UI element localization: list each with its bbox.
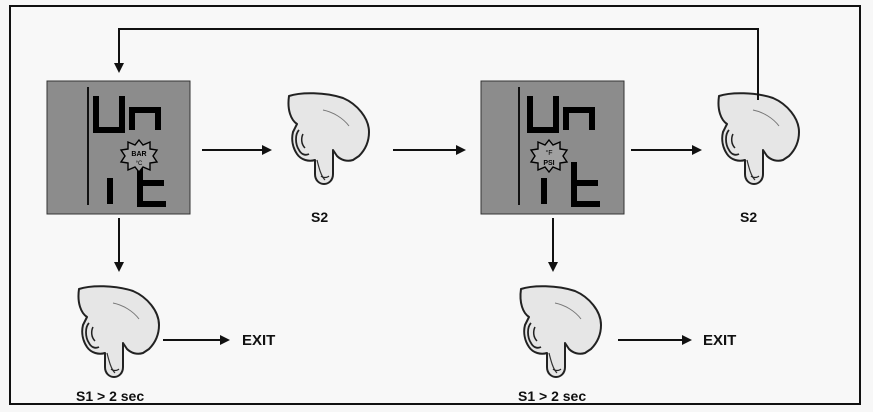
loop-back-arrow [114,28,759,100]
finger-press-icon [77,285,160,378]
s2-label: S2 [740,209,758,225]
lcd-display-psi: °F PSI [480,80,625,215]
s1-hold-label: S1 > 2 sec [518,388,587,404]
lcd-display-bar: BAR °C [46,80,191,215]
exit-label: EXIT [703,332,737,349]
finger-press-icon [717,92,800,185]
finger-press-icon [519,285,602,378]
unit-badge-line-2: °C [136,161,143,167]
unit-badge-line-1: BAR [131,151,146,158]
unit-badge-line-2: PSI [543,160,554,167]
s2-label: S2 [311,209,329,225]
s1-hold-label: S1 > 2 sec [76,388,145,404]
exit-label: EXIT [242,332,276,349]
finger-press-icon [287,92,370,185]
unit-badge-line-1: °F [545,149,552,157]
